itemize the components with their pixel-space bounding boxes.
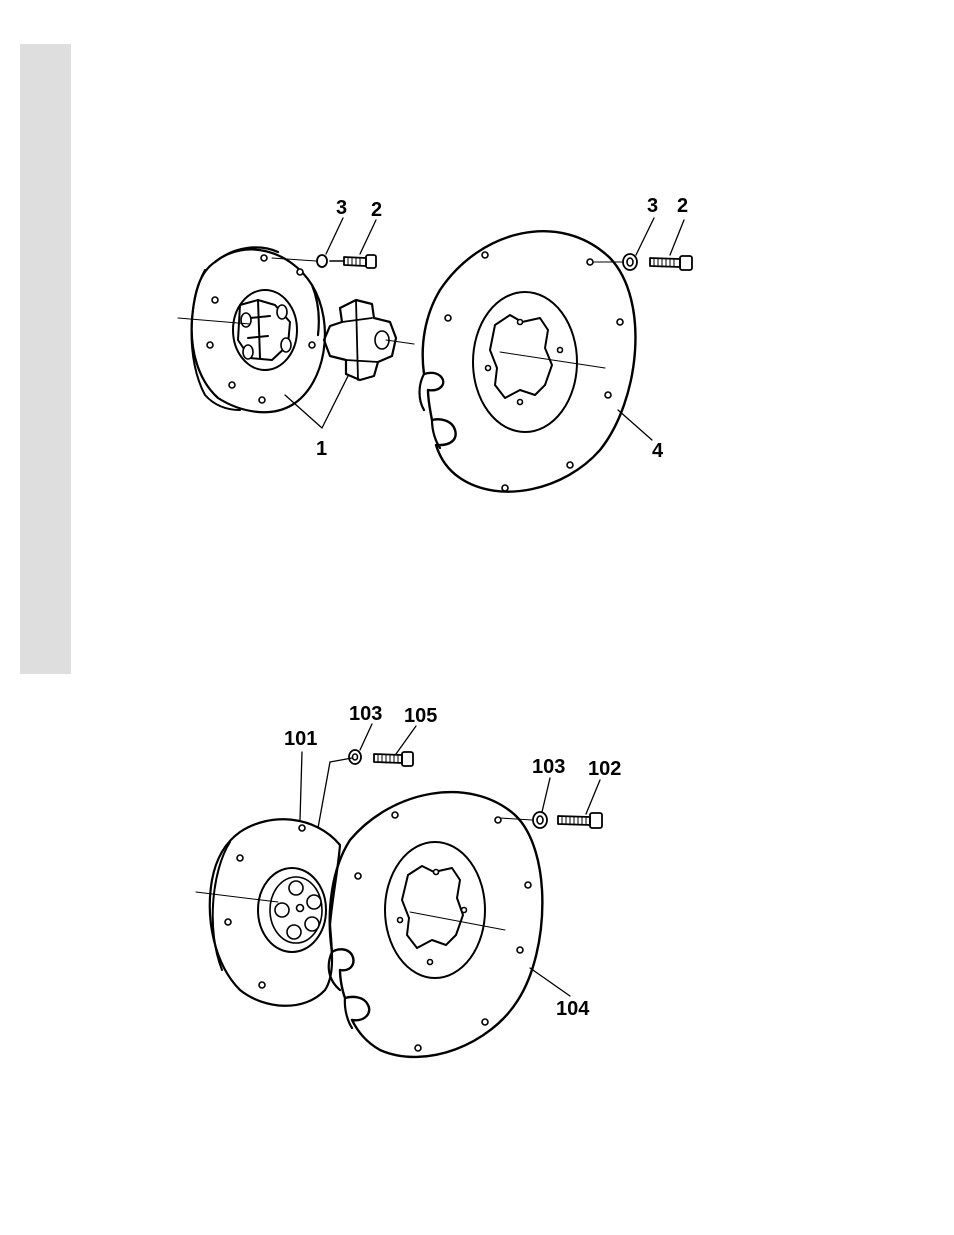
callout-101: 101	[284, 728, 317, 750]
callout-3-right: 3	[647, 195, 658, 217]
part-101-hub-flange	[196, 819, 340, 1005]
part-104-flex-plate	[329, 792, 543, 1057]
callout-103-right: 103	[532, 756, 565, 778]
callout-103-upper: 103	[349, 703, 382, 725]
callout-4: 4	[652, 440, 664, 462]
part-1-coupling-insert	[324, 300, 414, 380]
callout-105: 105	[404, 705, 437, 727]
top-assembly: 3 2 3 2 1 4	[178, 195, 692, 492]
callout-2-right: 2	[677, 195, 688, 217]
callout-3-left: 3	[336, 197, 347, 219]
callout-2-left: 2	[371, 199, 382, 221]
washer-bolt-103-105	[349, 750, 413, 766]
callout-102: 102	[588, 758, 621, 780]
callout-104: 104	[556, 998, 590, 1020]
washer-bolt-left	[272, 255, 376, 268]
callout-1: 1	[316, 438, 327, 460]
bottom-assembly: 103 105 101 103 102 104	[196, 703, 621, 1057]
part-4-flex-plate	[420, 231, 636, 491]
part-1-hub-flange	[178, 247, 325, 412]
